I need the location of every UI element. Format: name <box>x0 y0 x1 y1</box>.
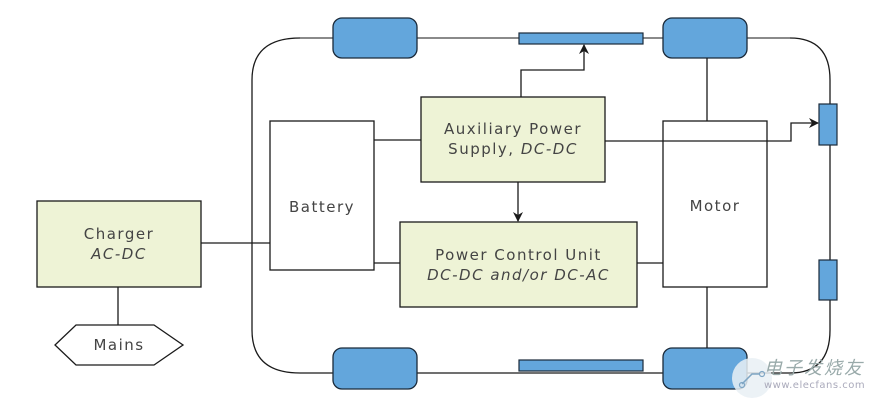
aps-type: DC-DC <box>520 140 578 158</box>
rear-axle-component <box>518 359 644 372</box>
vehicle-body-outline <box>251 37 831 374</box>
side-component-upper <box>818 103 838 146</box>
battery-block <box>269 120 375 271</box>
watermark: 电子发烧友 www.elecfans.com <box>736 352 876 402</box>
wheel-front-left <box>332 17 418 59</box>
watermark-url: www.elecfans.com <box>764 380 866 391</box>
watermark-text: 电子发烧友 <box>764 358 864 379</box>
aps-title: Auxiliary Power <box>443 120 582 138</box>
wheel-rear-left <box>332 347 418 390</box>
motor-block <box>662 120 768 288</box>
side-component-lower <box>818 259 838 301</box>
aps-supply-text: Supply, <box>448 140 515 158</box>
charger-title: Charger <box>83 225 155 243</box>
aps-to-front-axle-arrow <box>520 44 589 97</box>
pcu-title: Power Control Unit <box>435 246 602 264</box>
pcu-label: Power Control Unit DC-DC and/or DC-AC <box>400 245 637 285</box>
battery-label: Battery <box>288 198 356 216</box>
motor-label: Motor <box>689 197 741 215</box>
charger-block <box>36 200 202 288</box>
aps-label: Auxiliary Power Supply, DC-DC <box>421 119 605 159</box>
mains-label: Mains <box>93 336 145 354</box>
wheel-front-right <box>662 17 748 59</box>
charger-label: Charger AC-DC <box>37 224 201 264</box>
front-axle-component <box>518 32 644 45</box>
aps-subtitle: Supply, DC-DC <box>421 139 605 159</box>
charger-type: AC-DC <box>91 245 147 263</box>
power-control-unit-block <box>399 221 638 308</box>
pcu-type: DC-DC and/or DC-AC <box>427 266 610 284</box>
aux-power-supply-block <box>420 96 606 183</box>
mains-block <box>54 324 185 366</box>
